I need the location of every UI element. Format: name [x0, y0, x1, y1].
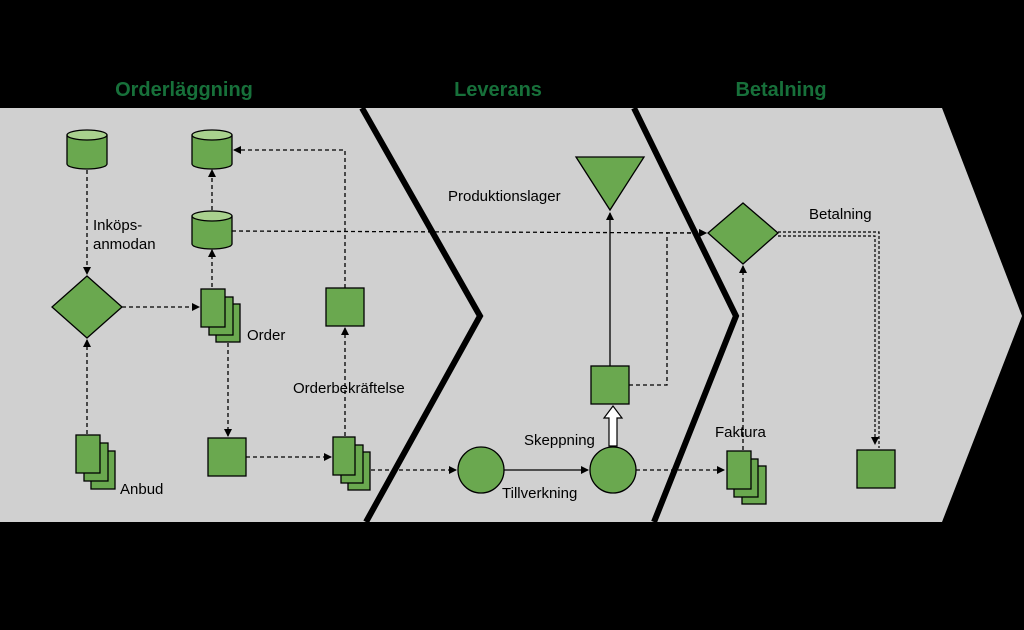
arrow-square-to-db-top: [233, 146, 346, 288]
database-icon-inkop: [66, 129, 108, 170]
process-circle-icon-start: [457, 446, 505, 494]
decision-diamond-icon-payment: [707, 202, 779, 265]
phase-separator-2: [631, 106, 740, 524]
arrow-diamond-to-betalning-inner: [778, 235, 879, 445]
phase-separator-1: [359, 106, 484, 524]
label-inkops-line2: anmodan: [93, 236, 156, 253]
label-anbud: Anbud: [120, 481, 163, 498]
arrow-diamond-to-betalning-outer: [778, 231, 880, 448]
chevron-background: [0, 108, 1022, 522]
phase-title-orderlaggning: Orderläggning: [115, 79, 253, 101]
database-icon-order-mid: [191, 210, 233, 250]
document-stack-icon-order: [200, 288, 241, 343]
document-stack-icon-orderbekraftelse: [332, 436, 371, 491]
label-orderbekraftelse: Orderbekräftelse: [293, 380, 405, 397]
process-circle-icon-tillverkning: [589, 446, 637, 494]
decision-diamond-icon: [51, 275, 123, 339]
label-produktionslager: Produktionslager: [448, 188, 561, 205]
process-square-icon-bekraftelse: [325, 287, 365, 327]
push-arrow-icon: [602, 405, 624, 447]
phase-title-betalning: Betalning: [735, 79, 826, 101]
process-square-icon-betalning: [856, 449, 896, 489]
label-betalning: Betalning: [809, 206, 872, 223]
label-inkops-line1: Inköps-: [93, 217, 142, 234]
inventory-triangle-icon: [574, 156, 646, 212]
document-stack-icon-faktura: [726, 450, 767, 505]
document-stack-icon-anbud: [75, 434, 116, 490]
phase-title-leverans: Leverans: [454, 79, 542, 101]
process-square-icon-order-bottom: [207, 437, 247, 477]
label-order: Order: [247, 327, 285, 344]
process-square-icon-skeppning: [590, 365, 630, 405]
label-tillverkning: Tillverkning: [502, 485, 577, 502]
arrow-skeppning-to-diamond: [629, 229, 707, 386]
arrow-db-to-diamond-payment: [231, 228, 707, 237]
label-faktura: Faktura: [715, 424, 767, 441]
database-icon-order-top: [191, 129, 233, 170]
label-skeppning: Skeppning: [524, 432, 595, 449]
